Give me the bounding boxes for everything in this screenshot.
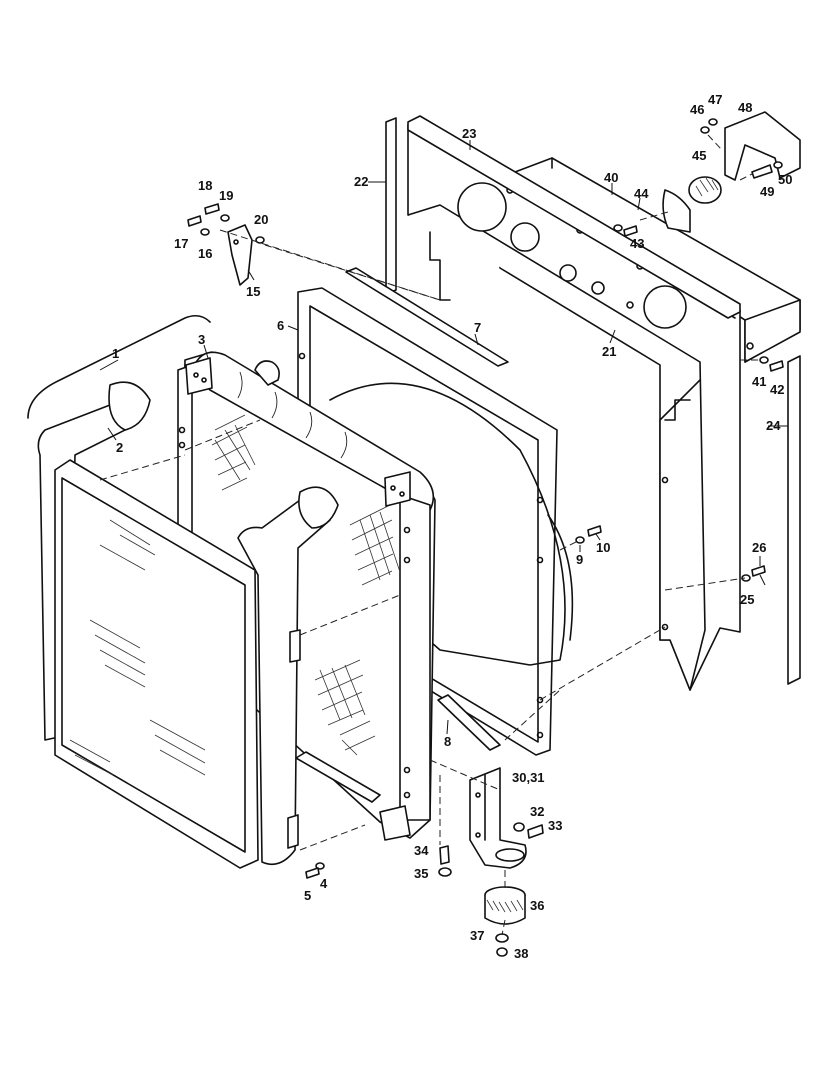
bracket-15 (187, 203, 265, 286)
seal-strip-24 (787, 355, 801, 685)
charge-air-cooler (27, 314, 339, 869)
callout-18: 18 (198, 178, 212, 193)
callout-42: 42 (770, 382, 784, 397)
callout-50: 50 (778, 172, 792, 187)
callout-1: 1 (112, 346, 119, 361)
seal-strip-22 (385, 117, 397, 295)
seal-strip-7 (345, 267, 509, 367)
callout-41: 41 (752, 374, 766, 389)
callout-46: 46 (690, 102, 704, 117)
callout-7: 7 (474, 320, 481, 335)
callout-3: 3 (198, 332, 205, 347)
leader-lines (99, 140, 788, 735)
callout-23: 23 (462, 126, 476, 141)
callout-20: 20 (254, 212, 268, 227)
callout-10: 10 (596, 540, 610, 555)
callout-48: 48 (738, 100, 752, 115)
callout-45: 45 (692, 148, 706, 163)
callout-44: 44 (634, 186, 649, 201)
callout-36: 36 (530, 898, 544, 913)
callout-33: 33 (548, 818, 562, 833)
callout-34: 34 (414, 843, 429, 858)
callout-5: 5 (304, 888, 311, 903)
radiator-core (177, 351, 436, 841)
callout-22: 22 (354, 174, 368, 189)
callout-21: 21 (602, 344, 616, 359)
upper-mount (662, 111, 801, 233)
callout-32: 32 (530, 804, 544, 819)
callout-19: 19 (219, 188, 233, 203)
seal-strip-8 (437, 694, 501, 751)
callout-17: 17 (174, 236, 188, 251)
shroud-assembly (407, 115, 801, 691)
callout-labels: 1 2 3 4 5 6 7 8 9 10 15 16 17 18 19 20 2… (112, 92, 792, 961)
callout-2: 2 (116, 440, 123, 455)
callout-16: 16 (198, 246, 212, 261)
lower-mount (438, 767, 544, 957)
callout-8: 8 (444, 734, 451, 749)
callout-25: 25 (740, 592, 754, 607)
callout-43: 43 (630, 236, 644, 251)
callout-40: 40 (604, 170, 618, 185)
callout-47: 47 (708, 92, 722, 107)
callout-38: 38 (514, 946, 528, 961)
callout-9: 9 (576, 552, 583, 567)
fasteners (305, 224, 784, 879)
callout-24: 24 (766, 418, 781, 433)
callout-37: 37 (470, 928, 484, 943)
callout-49: 49 (760, 184, 774, 199)
callout-4: 4 (320, 876, 328, 891)
alignment-lines (99, 134, 762, 936)
callout-30-31: 30,31 (512, 770, 545, 785)
callout-6: 6 (277, 318, 284, 333)
callout-15: 15 (246, 284, 260, 299)
callout-35: 35 (414, 866, 428, 881)
callout-26: 26 (752, 540, 766, 555)
